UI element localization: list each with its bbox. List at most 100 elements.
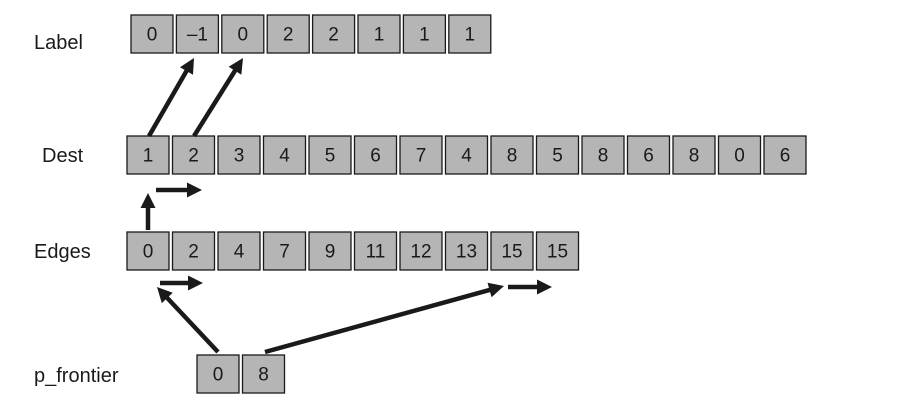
- dest-cell: 8: [581, 135, 625, 175]
- edges-cell-box: [353, 231, 398, 271]
- p-frontier-cell: 0: [196, 354, 240, 394]
- edges-cell-value: 0: [143, 242, 154, 263]
- edges-cell: 11: [353, 231, 398, 271]
- dest-cell: 8: [490, 135, 534, 175]
- label-cell: 1: [357, 14, 401, 54]
- dest-cell: 3: [217, 135, 261, 175]
- label-row-title: Label: [34, 32, 83, 54]
- dest-cell: 5: [535, 135, 580, 175]
- label-cell: 1: [448, 14, 492, 54]
- edges-to-dest-arrow: [140, 193, 156, 230]
- edges-cell: 0: [126, 231, 170, 271]
- dest-cell-value: 4: [461, 146, 472, 167]
- frontier-to-edges-arrow-1-head: [157, 287, 173, 304]
- edges-cell: 2: [171, 231, 216, 271]
- p-frontier-cell-box: [241, 354, 286, 394]
- p-frontier-cell-value: 0: [213, 365, 224, 386]
- dest-cell-value: 8: [689, 146, 700, 167]
- dest-to-label-arrow-1-head: [180, 58, 194, 75]
- dest-cell-box: [490, 135, 534, 175]
- edges-cell-value: 15: [501, 242, 522, 263]
- dest-cell-value: 5: [325, 146, 336, 167]
- edges-cell-box: [535, 231, 580, 271]
- label-cell-box: [357, 14, 401, 54]
- dest-cell: 1: [126, 135, 170, 175]
- dest-cell-box: [262, 135, 307, 175]
- edges-cell-box: [308, 231, 352, 271]
- edges-cell-value: 2: [188, 242, 199, 263]
- label-cell-value: –1: [187, 25, 208, 46]
- edges-range-arrow-2: [508, 279, 552, 295]
- dest-cell-box: [535, 135, 580, 175]
- dest-to-label-arrow-2: [192, 58, 243, 138]
- label-cell: 0: [130, 14, 174, 54]
- p-frontier-cell: 8: [241, 354, 286, 394]
- dest-cell-value: 7: [416, 146, 427, 167]
- dest-cell: 8: [672, 135, 716, 175]
- edges-cell-box: [490, 231, 534, 271]
- dest-cell-box: [444, 135, 489, 175]
- dest-cell-box: [308, 135, 352, 175]
- dest-cell-value: 3: [234, 146, 245, 167]
- edges-range-arrow-2-head: [537, 279, 552, 295]
- dest-cell: 2: [171, 135, 216, 175]
- edges-cell-box: [444, 231, 489, 271]
- label-cell-box: [448, 14, 492, 54]
- dest-cell-value: 8: [598, 146, 609, 167]
- label-cell-box: [221, 14, 265, 54]
- dest-cell: 0: [717, 135, 762, 175]
- dest-range-arrow-head: [187, 182, 202, 198]
- frontier-to-edges-arrow-2-head: [487, 282, 504, 298]
- edges-cell: 4: [217, 231, 261, 271]
- pointer-arrows: [140, 58, 552, 355]
- edges-cell: 15: [490, 231, 534, 271]
- dest-row-title: Dest: [42, 145, 84, 167]
- dest-cell-value: 5: [552, 146, 563, 167]
- label-cell: 0: [221, 14, 265, 54]
- p-frontier-cell-value: 8: [258, 365, 269, 386]
- label-cell-box: [266, 14, 310, 54]
- edges-cell-value: 12: [410, 242, 431, 263]
- dest-cell: 6: [626, 135, 671, 175]
- dest-cell-box: [581, 135, 625, 175]
- edges-cell-value: 15: [547, 242, 568, 263]
- dest-cell-box: [126, 135, 170, 175]
- label-cell-value: 1: [374, 25, 385, 46]
- dest-cell-value: 8: [507, 146, 518, 167]
- frontier-to-edges-arrow-2: [264, 282, 504, 355]
- edges-cell-box: [171, 231, 216, 271]
- dest-cell-box: [399, 135, 443, 175]
- edges-cell-box: [126, 231, 170, 271]
- edges-range-arrow-1: [160, 275, 203, 291]
- label-cell-box: [175, 14, 220, 54]
- label-cell: 1: [402, 14, 447, 54]
- dest-cell: 4: [262, 135, 307, 175]
- edges-cell-value: 9: [325, 242, 336, 263]
- dest-cell-box: [717, 135, 762, 175]
- dest-cell-box: [626, 135, 671, 175]
- dest-cell-value: 6: [643, 146, 654, 167]
- edges-cell: 15: [535, 231, 580, 271]
- dest-cell-box: [217, 135, 261, 175]
- edges-cell-box: [399, 231, 443, 271]
- label-cell: 2: [266, 14, 310, 54]
- edges-cell-value: 11: [366, 242, 386, 263]
- dest-cell: 6: [353, 135, 398, 175]
- frontier-to-edges-arrow-2-shaft: [264, 287, 493, 355]
- dest-cell-value: 1: [143, 146, 154, 167]
- edges-cell-box: [217, 231, 261, 271]
- edges-cell-value: 13: [456, 242, 477, 263]
- label-cell-value: 0: [238, 25, 249, 46]
- edges-range-arrow-1-head: [188, 275, 203, 291]
- edges-cell: 12: [399, 231, 443, 271]
- dest-cell: 6: [763, 135, 807, 175]
- dest-cell-value: 2: [188, 146, 199, 167]
- dest-to-label-arrow-1-shaft: [147, 68, 190, 138]
- dest-to-label-arrow-1: [147, 58, 194, 138]
- dest-cell-box: [171, 135, 216, 175]
- label-cell-value: 1: [465, 25, 476, 46]
- label-cell: 2: [311, 14, 356, 54]
- label-cell-value: 1: [419, 25, 430, 46]
- dest-cell-box: [353, 135, 398, 175]
